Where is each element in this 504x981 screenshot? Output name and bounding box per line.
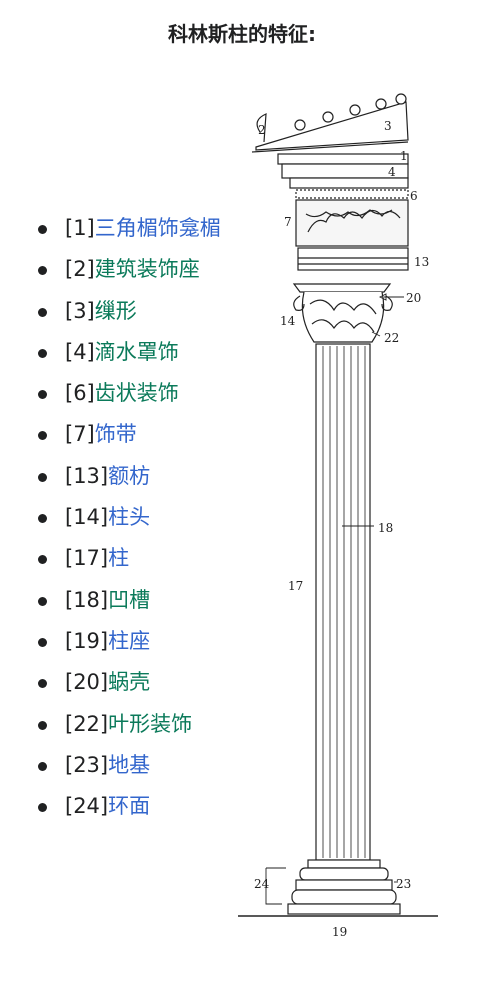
label-7: 7 <box>284 215 292 229</box>
label-4: 4 <box>388 165 396 179</box>
link-capital[interactable]: 柱头 <box>108 505 150 529</box>
link-sima[interactable]: 缫形 <box>95 299 137 323</box>
list-item: [2]建筑装饰座 <box>36 249 221 290</box>
label-22: 22 <box>384 331 399 345</box>
list-item: [24]环面 <box>36 786 221 827</box>
list-item: [22]叶形装饰 <box>36 704 221 745</box>
label-17: 17 <box>288 579 303 593</box>
link-cornice[interactable]: 滴水罩饰 <box>95 340 179 364</box>
feature-list: [1]三角楣饰龛楣 [2]建筑装饰座 [3]缫形 [4]滴水罩饰 [6]齿状装饰… <box>36 208 221 827</box>
link-pediment[interactable]: 三角楣饰龛楣 <box>95 216 221 240</box>
shaft-drawing <box>316 344 370 860</box>
link-volute[interactable]: 蜗壳 <box>108 670 150 694</box>
label-20: 20 <box>406 291 421 305</box>
label-2: 2 <box>258 123 266 137</box>
label-19: 19 <box>332 925 347 939</box>
label-6: 6 <box>410 189 418 203</box>
list-item: [13]额枋 <box>36 456 221 497</box>
link-column[interactable]: 柱 <box>108 546 129 570</box>
link-torus[interactable]: 环面 <box>108 794 150 818</box>
label-1: 1 <box>400 149 408 163</box>
capital-drawing <box>294 284 393 342</box>
list-item: [1]三角楣饰龛楣 <box>36 208 221 249</box>
list-item: [14]柱头 <box>36 497 221 538</box>
list-item: [19]柱座 <box>36 621 221 662</box>
link-base[interactable]: 地基 <box>108 753 150 777</box>
label-14: 14 <box>280 314 296 328</box>
list-item: [3]缫形 <box>36 291 221 332</box>
link-frieze[interactable]: 饰带 <box>95 422 137 446</box>
link-acanthus[interactable]: 叶形装饰 <box>108 712 192 736</box>
label-3: 3 <box>384 119 392 133</box>
label-24: 24 <box>254 877 270 891</box>
label-13: 13 <box>414 255 429 269</box>
link-architrave[interactable]: 额枋 <box>108 464 150 488</box>
link-acroterion[interactable]: 建筑装饰座 <box>95 257 200 281</box>
corinthian-column-diagram: 2 3 1 4 6 7 13 20 14 22 18 17 24 23 19 <box>238 92 444 948</box>
link-dentils[interactable]: 齿状装饰 <box>95 381 179 405</box>
list-item: [23]地基 <box>36 745 221 786</box>
list-item: [7]饰带 <box>36 414 221 455</box>
list-item: [6]齿状装饰 <box>36 373 221 414</box>
list-item: [17]柱 <box>36 538 221 579</box>
label-23: 23 <box>396 877 411 891</box>
label-18: 18 <box>378 521 393 535</box>
list-item: [18]凹槽 <box>36 580 221 621</box>
list-item: [20]蜗壳 <box>36 662 221 703</box>
link-plinth[interactable]: 柱座 <box>108 629 150 653</box>
page-title: 科林斯柱的特征: <box>0 18 484 47</box>
list-item: [4]滴水罩饰 <box>36 332 221 373</box>
link-fluting[interactable]: 凹槽 <box>108 588 150 612</box>
